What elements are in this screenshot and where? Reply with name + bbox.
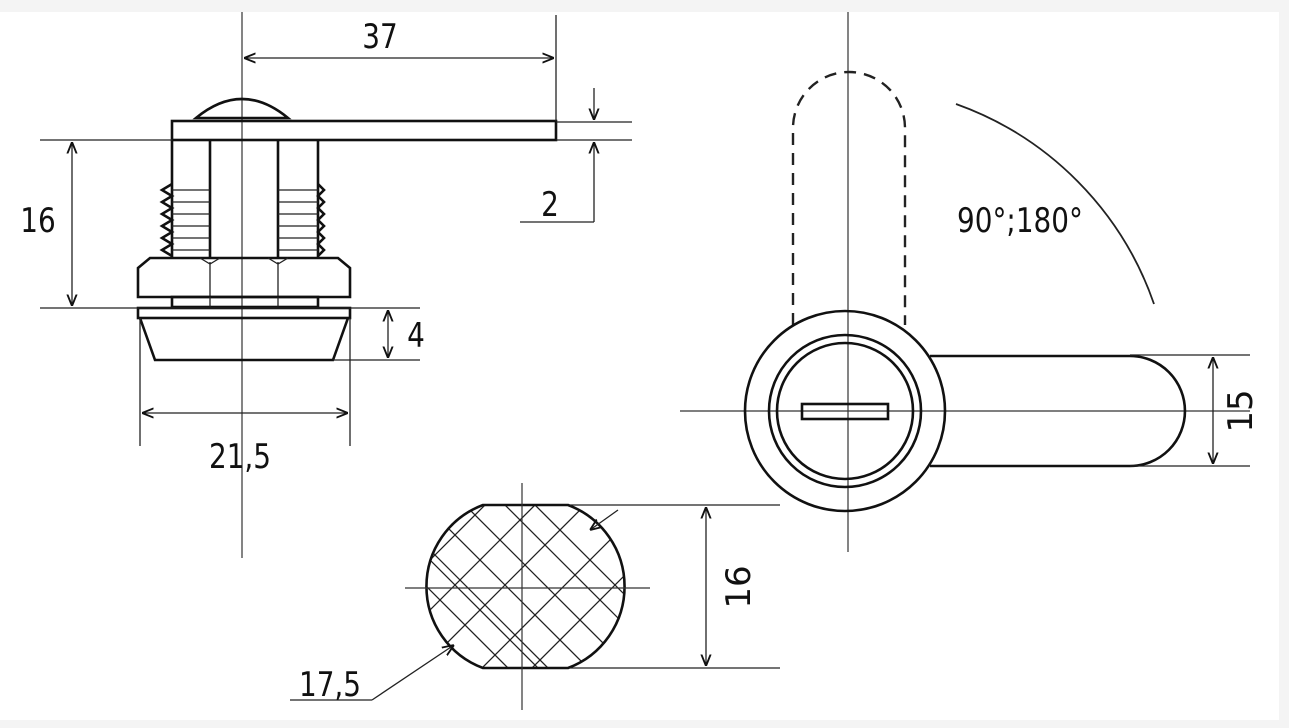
lever (930, 354, 1187, 468)
bezel (136, 306, 352, 320)
dim-lever-length: 37 (362, 17, 397, 56)
lever-plate (170, 119, 558, 142)
dim-lever-width: 15 (1221, 389, 1261, 432)
dim-flat-width: 16 (719, 565, 759, 608)
dim-diameter: 17,5 (299, 665, 361, 704)
drawing-sheet (0, 12, 1279, 720)
dim-lever-thickness: 2 (541, 185, 559, 224)
cylinder-plug (775, 341, 915, 481)
washer (170, 295, 320, 309)
dim-base-height: 4 (407, 316, 425, 355)
hex-nut (136, 256, 352, 299)
key-slot (800, 402, 890, 421)
front-view: 90°;180° 15 (680, 12, 1261, 552)
dim-base-diameter: 21,5 (209, 437, 271, 476)
cylinder-section (425, 503, 626, 670)
bezel-outer (743, 309, 947, 513)
rotation-arc (955, 103, 1155, 305)
hatching (426, 505, 625, 668)
lever-rotated-position (791, 70, 907, 325)
side-view: 37 2 16 4 21,5 (20, 12, 632, 558)
housing (170, 140, 320, 258)
dim-body-height: 16 (20, 201, 55, 240)
thread (159, 182, 326, 258)
cylinder-ring (767, 333, 923, 489)
bezel-cone (138, 317, 350, 362)
screw-head (192, 97, 292, 120)
rotation-angle: 90°;180° (957, 201, 1083, 240)
section-view: 16 17,5 (290, 483, 780, 710)
